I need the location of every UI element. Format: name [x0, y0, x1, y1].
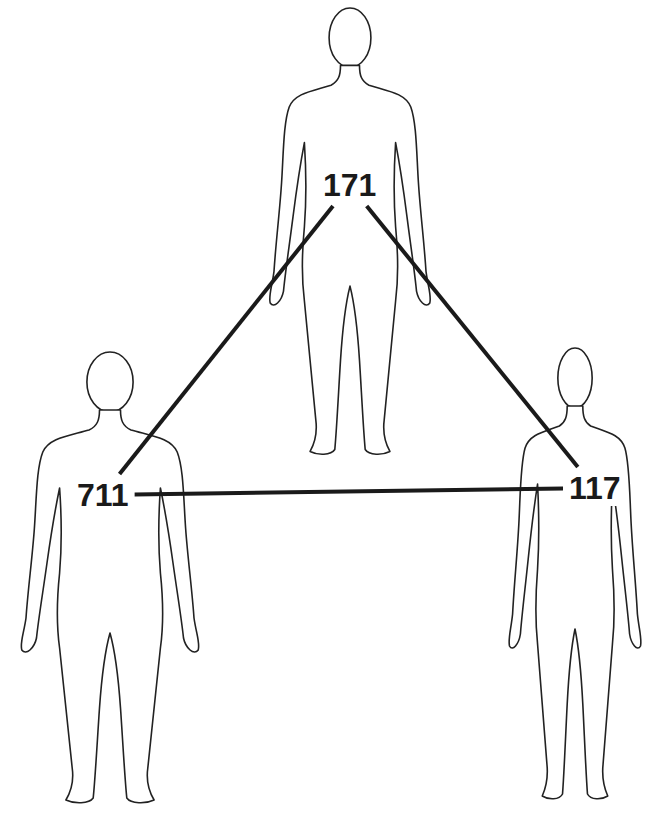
number-text: 171 — [323, 168, 376, 202]
person-outline — [509, 348, 641, 799]
number-text: 711 — [77, 478, 129, 512]
connector-line — [135, 488, 563, 494]
number-label: 171 — [320, 167, 379, 203]
number-label: 711 — [74, 477, 132, 513]
connector-line — [120, 206, 333, 474]
number-text: 117 — [569, 471, 621, 505]
number-label: 117 — [566, 470, 624, 506]
person-outline — [270, 8, 431, 454]
connector-line — [367, 206, 578, 467]
person-outline — [21, 352, 199, 803]
